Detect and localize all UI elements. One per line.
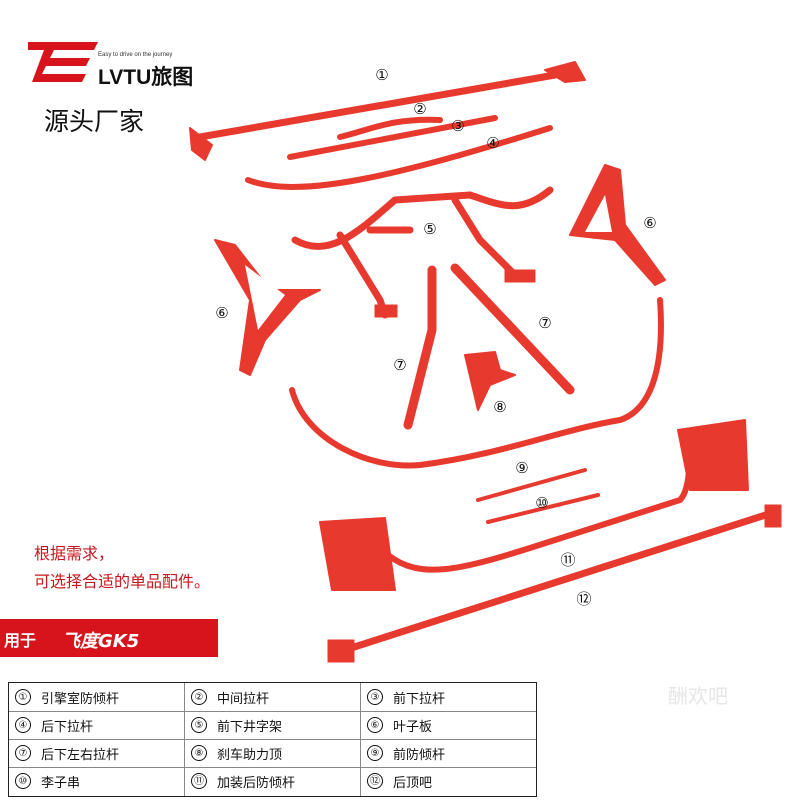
part-1-strut-bar — [189, 61, 586, 161]
callout-2: ② — [413, 100, 426, 118]
callout-1: ① — [375, 66, 388, 84]
part-10-link-lower — [486, 493, 600, 524]
part-5-subframe-brace — [291, 186, 554, 319]
callout-10: ⑩ — [535, 494, 548, 512]
model-prefix: 用于 — [4, 631, 37, 650]
part-6-fender-brace-right — [569, 164, 666, 286]
note-line-1: 根据需求， — [34, 544, 115, 563]
part-3-front-lower-bar — [287, 115, 498, 160]
model-name: 飞度GK5 — [62, 631, 140, 652]
part-7-rear-bar-right — [450, 263, 575, 395]
callout-8: ⑧ — [493, 398, 506, 416]
part-2-middle-bar — [337, 116, 443, 140]
callout-12: ⑫ — [576, 590, 591, 608]
callout-4: ④ — [486, 134, 499, 152]
brand-tagline: Easy to drive on the journey — [98, 52, 173, 58]
brand-name: LVTU旅图 — [98, 66, 194, 89]
watermark: 酬欢吧 — [668, 684, 728, 708]
part-7-rear-bar-left — [403, 265, 437, 430]
brand-logo — [28, 40, 258, 90]
callout-3: ③ — [451, 117, 464, 135]
part-9-front-sway-bar — [289, 297, 664, 469]
lvtu-logo-mark-icon — [28, 42, 98, 82]
callout-5: ⑤ — [423, 220, 436, 238]
callout-7b: ⑦ — [538, 314, 551, 332]
callout-6b: ⑥ — [215, 304, 228, 322]
callout-6a: ⑥ — [643, 214, 656, 232]
part-10-link-upper — [476, 468, 587, 502]
callout-7a: ⑦ — [393, 356, 406, 374]
callout-9: ⑨ — [515, 459, 528, 477]
callout-11: ⑪ — [560, 551, 575, 569]
note-line-2: 可选择合适的单品配件。 — [34, 572, 211, 591]
part-8-brake-stopper — [464, 351, 516, 411]
source-label: 源头厂家 — [44, 107, 145, 136]
part-4-rear-lower-bar — [245, 125, 553, 190]
model-banner: 用于 飞度GK5 — [0, 619, 218, 657]
part-11-rear-sway-bar — [319, 419, 749, 591]
part-6-fender-brace-left — [214, 239, 321, 376]
part-12-rear-tower-bar — [327, 504, 782, 663]
